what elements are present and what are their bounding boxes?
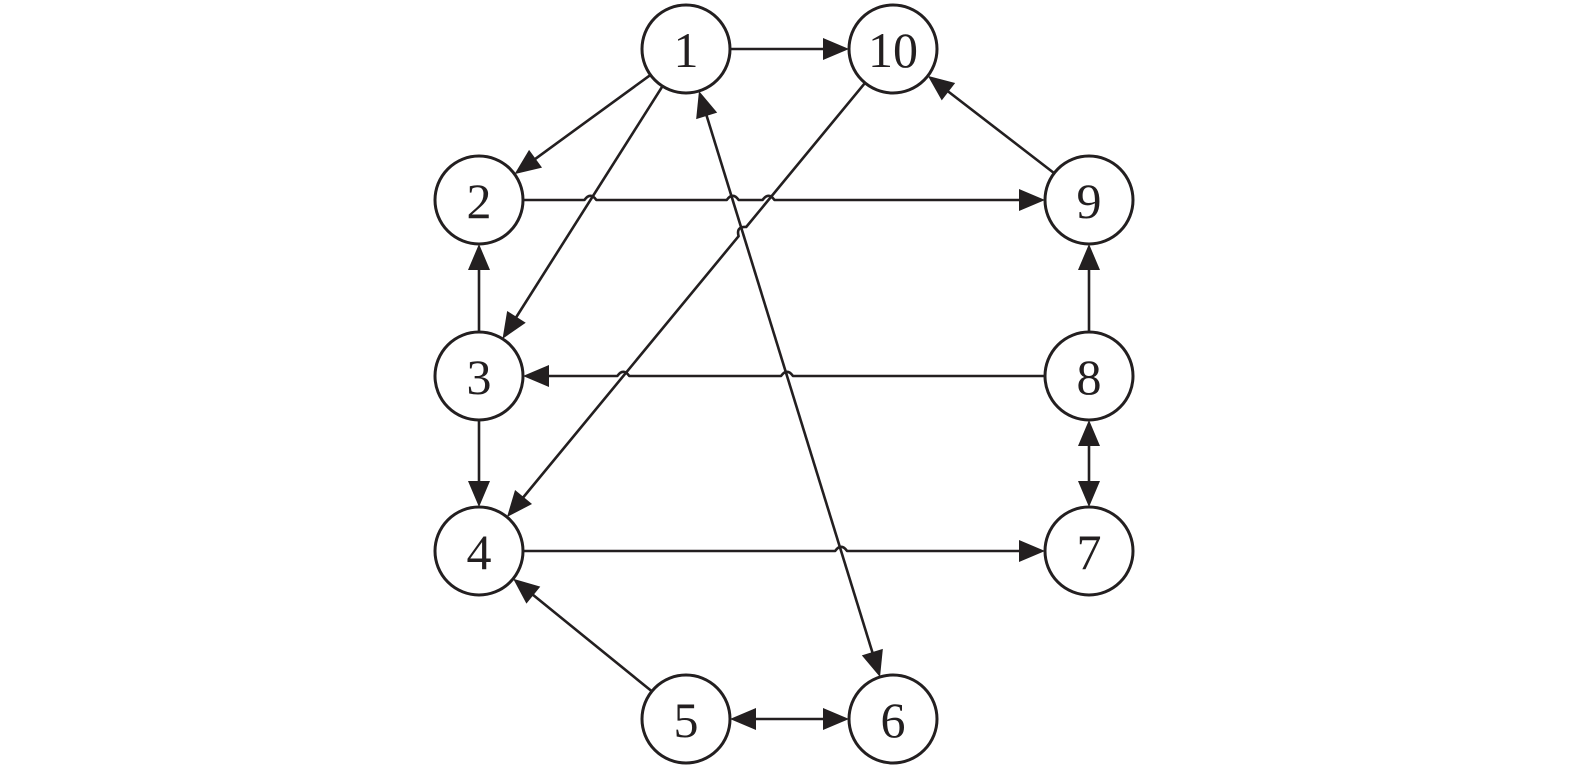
node-label: 8 xyxy=(1077,349,1102,405)
arrow-head xyxy=(1078,244,1100,270)
node-label: 7 xyxy=(1077,524,1102,580)
arrow-head xyxy=(861,648,883,677)
edge-line xyxy=(514,85,664,320)
node-label: 9 xyxy=(1077,173,1102,229)
arrow-head xyxy=(513,578,541,604)
node-label: 3 xyxy=(467,349,492,405)
arrow-head xyxy=(1019,189,1045,211)
edge-1-to-3 xyxy=(502,85,664,339)
arrow-head xyxy=(696,91,718,120)
edge-8-to-3 xyxy=(523,365,1045,387)
arrow-head xyxy=(1019,540,1045,562)
edge-line xyxy=(946,89,1055,175)
edge-3-to-4 xyxy=(468,420,490,507)
node-3: 3 xyxy=(433,330,525,422)
node-9: 9 xyxy=(1043,154,1135,246)
edges-layer xyxy=(468,38,1100,730)
node-7: 7 xyxy=(1043,505,1135,597)
edge-line xyxy=(530,592,653,693)
node-circle xyxy=(640,3,732,95)
node-circle xyxy=(1043,154,1135,246)
node-circle xyxy=(1043,505,1135,597)
arrow-head xyxy=(468,244,490,270)
node-label: 5 xyxy=(674,692,699,748)
edge-4-to-7 xyxy=(523,540,1045,562)
node-circle xyxy=(1043,330,1135,422)
edge-5-to-4 xyxy=(513,578,653,693)
edge-line xyxy=(704,113,875,655)
node-label: 4 xyxy=(467,524,492,580)
node-circle xyxy=(433,330,525,422)
edge-1-to-10 xyxy=(730,38,849,60)
edge-2-to-9 xyxy=(523,189,1045,211)
node-circle xyxy=(433,505,525,597)
edge-line xyxy=(523,545,1021,553)
node-circle xyxy=(847,3,939,95)
arrow-head xyxy=(468,481,490,507)
edge-6-to-1 xyxy=(696,91,883,677)
arrow-head xyxy=(927,75,956,101)
arrow-head xyxy=(502,310,526,339)
arrow-head xyxy=(823,708,849,730)
edge-8-to-9 xyxy=(1078,244,1100,332)
node-4: 4 xyxy=(433,505,525,597)
node-label: 6 xyxy=(881,692,906,748)
edge-3-to-2 xyxy=(468,244,490,332)
edge-5-to-6 xyxy=(730,708,849,730)
node-label: 10 xyxy=(868,22,918,78)
node-circle xyxy=(640,673,732,765)
arrow-head xyxy=(514,149,543,175)
arrow-head xyxy=(1078,420,1100,446)
node-2: 2 xyxy=(433,154,525,246)
edge-8-to-7 xyxy=(1078,420,1100,507)
edge-line xyxy=(533,73,652,161)
node-5: 5 xyxy=(640,673,732,765)
arrow-head xyxy=(523,365,549,387)
node-1: 1 xyxy=(640,3,732,95)
edge-1-to-2 xyxy=(514,73,652,175)
edge-10-to-4 xyxy=(506,82,867,518)
node-10: 10 xyxy=(847,3,939,95)
nodes-layer: 1 2 3 4 5 6 7 8 9 10 xyxy=(433,3,1135,765)
node-circle xyxy=(847,673,939,765)
arrow-head xyxy=(506,489,533,518)
edge-line xyxy=(547,370,1045,378)
node-6: 6 xyxy=(847,673,939,765)
edge-9-to-10 xyxy=(927,75,1055,175)
arrow-head xyxy=(730,708,756,730)
node-label: 2 xyxy=(467,173,492,229)
arrow-head xyxy=(823,38,849,60)
node-8: 8 xyxy=(1043,330,1135,422)
edge-line xyxy=(521,82,867,500)
node-circle xyxy=(433,154,525,246)
arrow-head xyxy=(1078,481,1100,507)
node-label: 1 xyxy=(674,22,699,78)
edge-line xyxy=(523,194,1021,202)
